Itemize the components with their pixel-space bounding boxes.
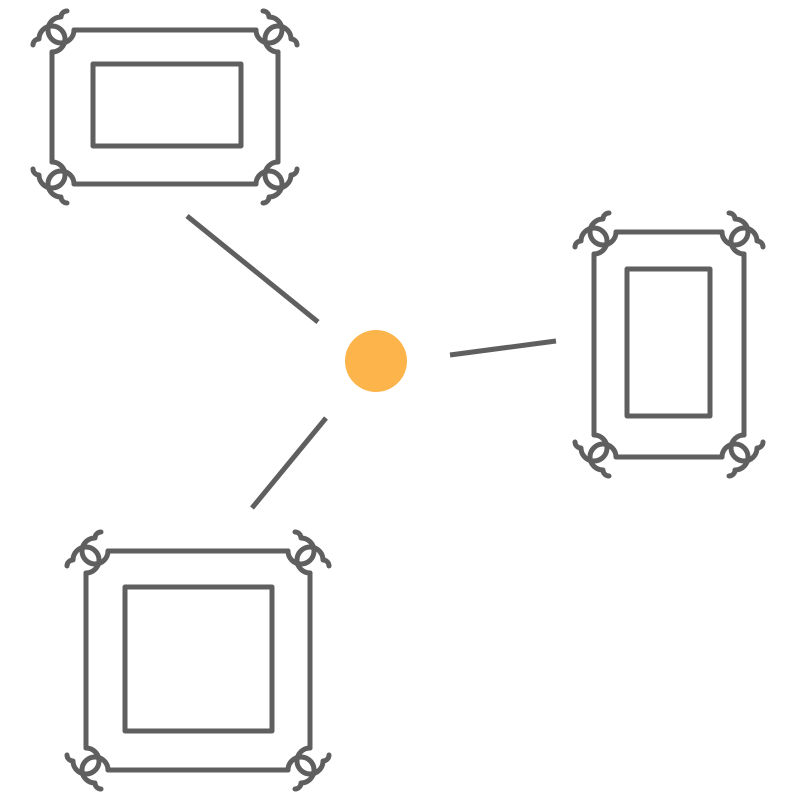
frame-curl: [285, 754, 317, 792]
frame-inner-rect: [122, 584, 275, 734]
connector-top-left: [185, 214, 320, 324]
frame-curl: [45, 168, 77, 206]
ornate-picture-frame-icon: [572, 210, 766, 479]
frame-curl: [285, 529, 317, 567]
frame-curl: [719, 441, 751, 479]
frame-curl: [728, 225, 766, 257]
ornate-picture-frame-icon: [30, 8, 300, 206]
frame-curl: [262, 159, 300, 191]
frame-curl: [79, 529, 111, 567]
frame-curl: [728, 432, 766, 464]
frame-curl: [30, 159, 68, 191]
frame-curl: [79, 754, 111, 792]
frame-curl: [45, 8, 77, 46]
frame-curl: [587, 210, 619, 248]
frame-inner-rect: [624, 266, 713, 419]
frame-curl: [719, 210, 751, 248]
frame-curl: [262, 23, 300, 55]
connector-bottom-left: [250, 416, 328, 510]
frame-curl: [64, 745, 102, 777]
frame-curl: [253, 8, 285, 46]
frame-curl: [253, 168, 285, 206]
frame-curl: [30, 23, 68, 55]
frame-curl: [572, 225, 610, 257]
frame-curl: [572, 432, 610, 464]
frame-curl: [294, 544, 332, 576]
frame-curl: [64, 544, 102, 576]
connector-right: [449, 338, 557, 358]
frame-inner-rect: [90, 61, 244, 149]
ornate-picture-frame-icon: [64, 529, 332, 792]
frame-curl: [587, 441, 619, 479]
frame-curl: [294, 745, 332, 777]
hub-dot: [345, 330, 407, 392]
